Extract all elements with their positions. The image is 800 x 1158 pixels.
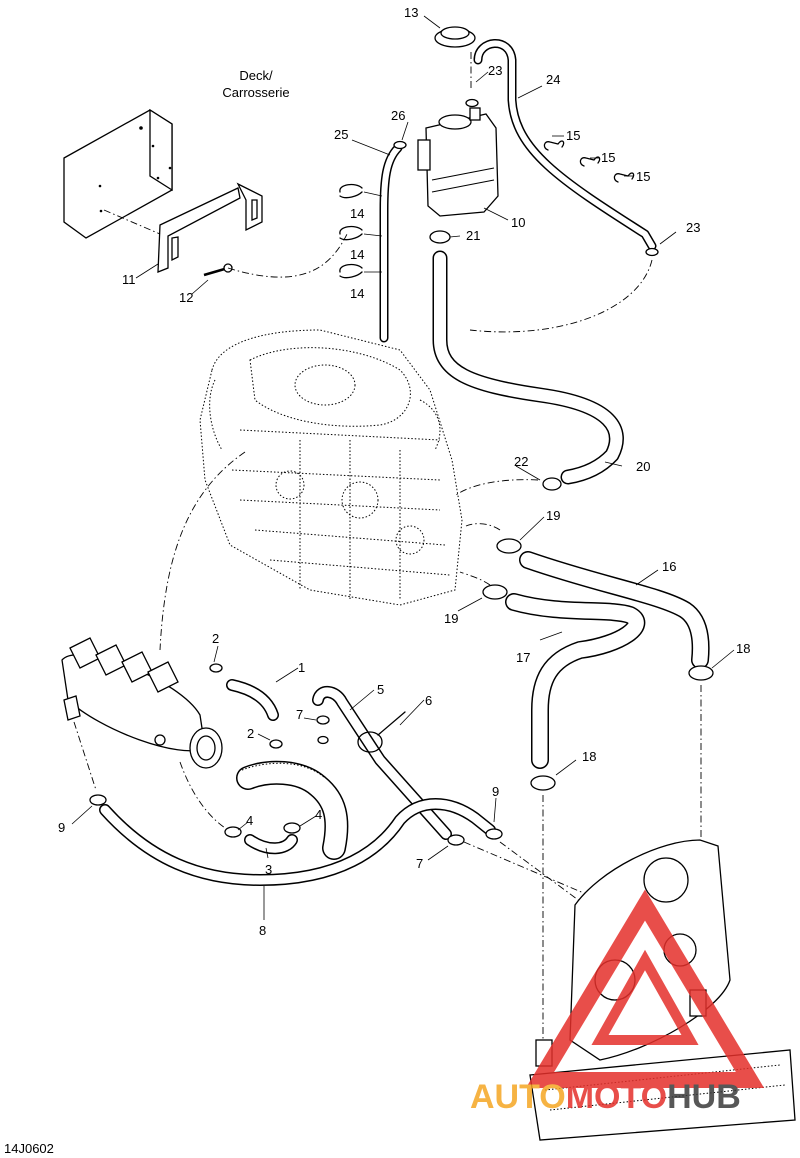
callout-14-c: 14 — [350, 286, 364, 301]
callout-9-right: 9 — [492, 784, 499, 799]
hose-1 — [226, 679, 279, 721]
callout-15-b: 15 — [601, 150, 615, 165]
callout-2-lower: 2 — [247, 726, 254, 741]
clamp-23-right — [645, 247, 659, 257]
clamp-21 — [429, 230, 451, 244]
watermark-auto: AUTO — [470, 1078, 566, 1116]
clamp-18-right — [688, 665, 714, 681]
clamp-4-right — [283, 822, 301, 834]
callout-19-lower: 19 — [444, 611, 458, 626]
callout-12: 12 — [179, 290, 193, 305]
callout-8: 8 — [259, 923, 266, 938]
callout-15-a: 15 — [566, 128, 580, 143]
screw — [203, 263, 233, 277]
hose-17 — [505, 593, 646, 769]
leader-lines — [71, 15, 735, 920]
callout-3: 3 — [265, 862, 272, 877]
watermark-hub: HUB — [667, 1078, 741, 1116]
clamp-19-upper — [496, 538, 522, 554]
callout-18-left: 18 — [582, 749, 596, 764]
pressure-cap — [434, 26, 476, 48]
watermark-triangle-logo — [525, 889, 765, 1088]
clamp-7-lower — [447, 834, 465, 846]
callout-20: 20 — [636, 459, 650, 474]
svg-text:AUTOMOTOHUB: AUTOMOTOHUB — [470, 1078, 741, 1116]
clamp-2-lower — [269, 739, 283, 749]
callout-19-upper: 19 — [546, 508, 560, 523]
callout-21: 21 — [466, 228, 480, 243]
callout-16: 16 — [662, 559, 676, 574]
watermark-moto: MOTO — [566, 1078, 667, 1116]
callout-23-right: 23 — [686, 220, 700, 235]
callout-18-right: 18 — [736, 641, 750, 656]
clamp-19-lower — [482, 584, 508, 600]
callout-14-b: 14 — [350, 247, 364, 262]
clamp-4-left — [224, 826, 242, 838]
callout-labels: 13 23 24 26 25 15 15 15 14 14 14 10 21 2… — [58, 5, 750, 938]
clamp-9-left — [89, 794, 107, 806]
hose-3 — [244, 834, 298, 855]
clamp-9-right — [485, 828, 503, 840]
hose-8 — [99, 798, 496, 886]
clamp-7-upper — [316, 715, 330, 725]
exhaust-manifold — [61, 637, 223, 769]
callout-6: 6 — [425, 693, 432, 708]
callout-22: 22 — [514, 454, 528, 469]
clips-15 — [543, 140, 635, 183]
clips-14 — [339, 183, 363, 279]
automotohub-watermark: AUTOMOTOHUB — [470, 889, 765, 1116]
callout-7-upper: 7 — [296, 707, 303, 722]
callout-4-left: 4 — [246, 813, 253, 828]
callout-11: 11 — [122, 272, 136, 287]
deck-label-line2: Carrosserie — [222, 85, 289, 100]
callout-17: 17 — [516, 650, 530, 665]
hose-5 — [312, 686, 452, 840]
callout-1: 1 — [298, 660, 305, 675]
tie-strap-6 — [357, 711, 406, 753]
hose-20 — [432, 250, 624, 485]
callout-23-top: 23 — [488, 63, 502, 78]
callout-7-lower: 7 — [416, 856, 423, 871]
callout-26: 26 — [391, 108, 405, 123]
mounting-bracket — [157, 182, 263, 273]
callout-2-upper: 2 — [212, 631, 219, 646]
coolant-reservoir — [417, 107, 499, 217]
callout-13: 13 — [404, 5, 418, 20]
clamp-23-top — [465, 98, 479, 108]
deck-panel — [63, 108, 173, 239]
figure-code: 14J0602 — [4, 1141, 54, 1156]
overflow-hose-24 — [473, 39, 657, 251]
callout-5: 5 — [377, 682, 384, 697]
callout-4-right: 4 — [315, 807, 322, 822]
hose-16 — [519, 551, 710, 669]
callout-14-a: 14 — [350, 206, 364, 221]
callout-25: 25 — [334, 127, 348, 142]
vent-hose-25 — [379, 143, 403, 343]
callout-9-left: 9 — [58, 820, 65, 835]
clamp-2-upper — [209, 663, 223, 673]
clamp-18-left — [530, 775, 556, 791]
callout-24: 24 — [546, 72, 560, 87]
exhaust-elbow — [236, 735, 349, 860]
callout-15-c: 15 — [636, 169, 650, 184]
clamp-26 — [393, 140, 407, 150]
callout-10: 10 — [511, 215, 525, 230]
engine-block — [199, 329, 463, 606]
clamp-22 — [542, 477, 562, 491]
deck-label-line1: Deck/ — [239, 68, 273, 83]
